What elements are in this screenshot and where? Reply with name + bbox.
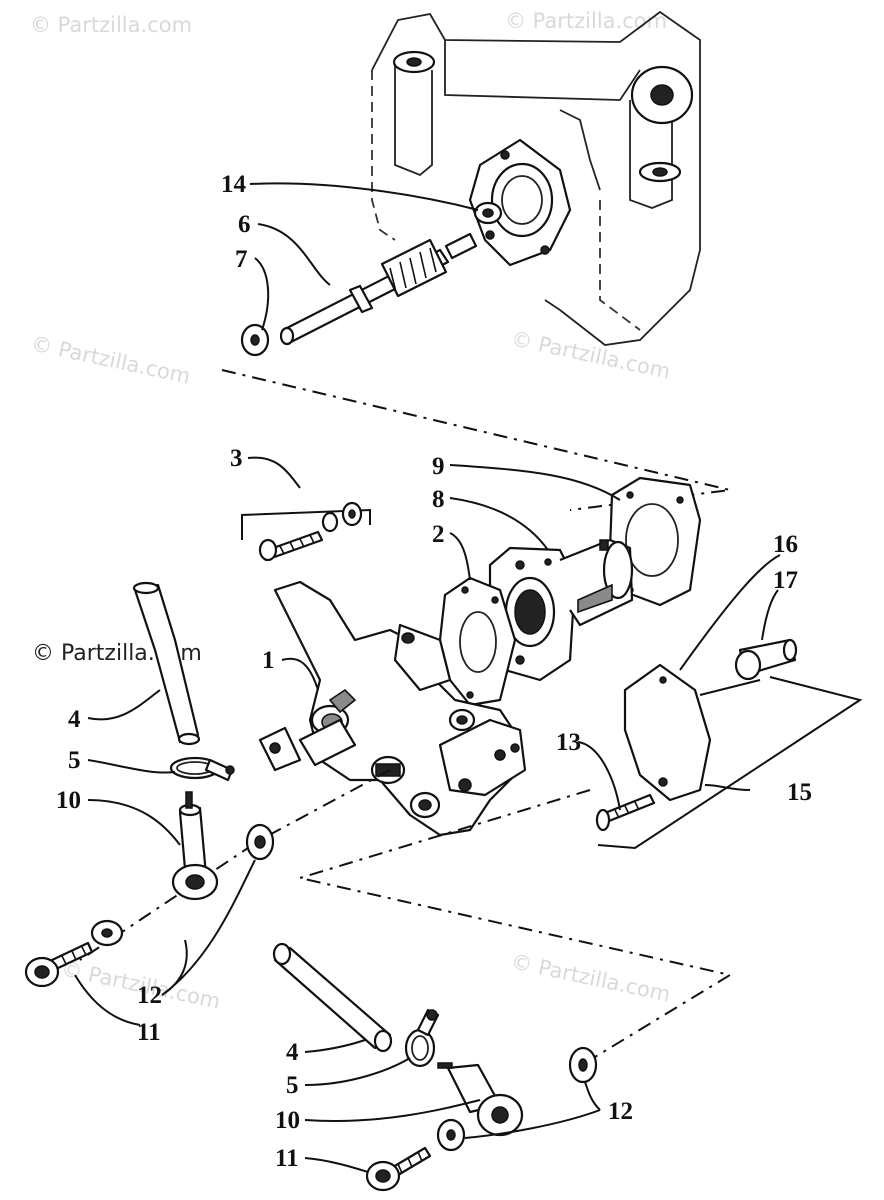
bracket-part-15: [597, 676, 863, 850]
callout-4-upper: 4: [68, 706, 81, 733]
hose-part-4-upper: [132, 581, 201, 746]
washer-part-7: [240, 323, 270, 357]
callout-11-lower: 11: [275, 1145, 299, 1172]
clamp-part-5-lower: [404, 1008, 440, 1068]
callout-6: 6: [238, 211, 251, 238]
bushing-part-14: [473, 201, 503, 225]
gear-shaft-part-6: [279, 232, 478, 346]
callout-12-lower: 12: [608, 1098, 633, 1125]
callout-8: 8: [432, 486, 445, 513]
bolt-kit-part-3: [241, 501, 371, 562]
bolt-part-11-upper: [24, 941, 94, 988]
callout-5-lower: 5: [286, 1072, 299, 1099]
leader-lines: [74, 182, 781, 1173]
watermark-mid-left: © Partzilla.com: [29, 331, 193, 388]
callout-17: 17: [773, 567, 798, 594]
washers-part-12-upper: [90, 823, 275, 947]
watermark-top-right: © Partzilla.com: [505, 9, 667, 33]
callout-1: 1: [262, 647, 275, 674]
cover-plate-part-16: [623, 663, 712, 802]
callout-12-upper: 12: [137, 982, 162, 1009]
callout-14: 14: [221, 171, 247, 198]
clamp-part-5-upper: [169, 756, 235, 782]
hose-part-4-lower: [272, 942, 393, 1053]
oil-pump-part-1: [258, 580, 527, 837]
callout-16: 16: [773, 531, 798, 558]
banjo-fitting-part-10-upper: [171, 791, 219, 901]
callout-5-upper: 5: [68, 747, 81, 774]
callout-10-upper: 10: [56, 787, 81, 814]
banjo-fitting-part-10-lower: [437, 1062, 524, 1137]
washers-part-12-lower: [436, 1046, 598, 1152]
engine-case-illustration: [371, 10, 701, 346]
callout-3: 3: [230, 445, 243, 472]
callout-15: 15: [787, 779, 812, 806]
callout-9: 9: [432, 453, 445, 480]
watermark-top-left: © Partzilla.com: [30, 13, 192, 37]
bolt-part-11-lower: [365, 1146, 432, 1192]
callout-13: 13: [556, 729, 581, 756]
callout-7: 7: [235, 246, 248, 273]
watermark-bottom-right: © Partzilla.com: [509, 949, 673, 1006]
callout-10-lower: 10: [275, 1107, 300, 1134]
screw-part-13: [595, 793, 656, 832]
plug-part-17: [734, 638, 798, 681]
callout-labels: 14 6 7 3 9 8 2 16 17 1 4 5 10 13 15 12 1…: [56, 171, 812, 1172]
callout-4-lower: 4: [286, 1039, 299, 1066]
leader-16-bracket: [699, 679, 761, 696]
callout-2: 2: [432, 521, 445, 548]
callout-11-upper: 11: [137, 1019, 161, 1046]
